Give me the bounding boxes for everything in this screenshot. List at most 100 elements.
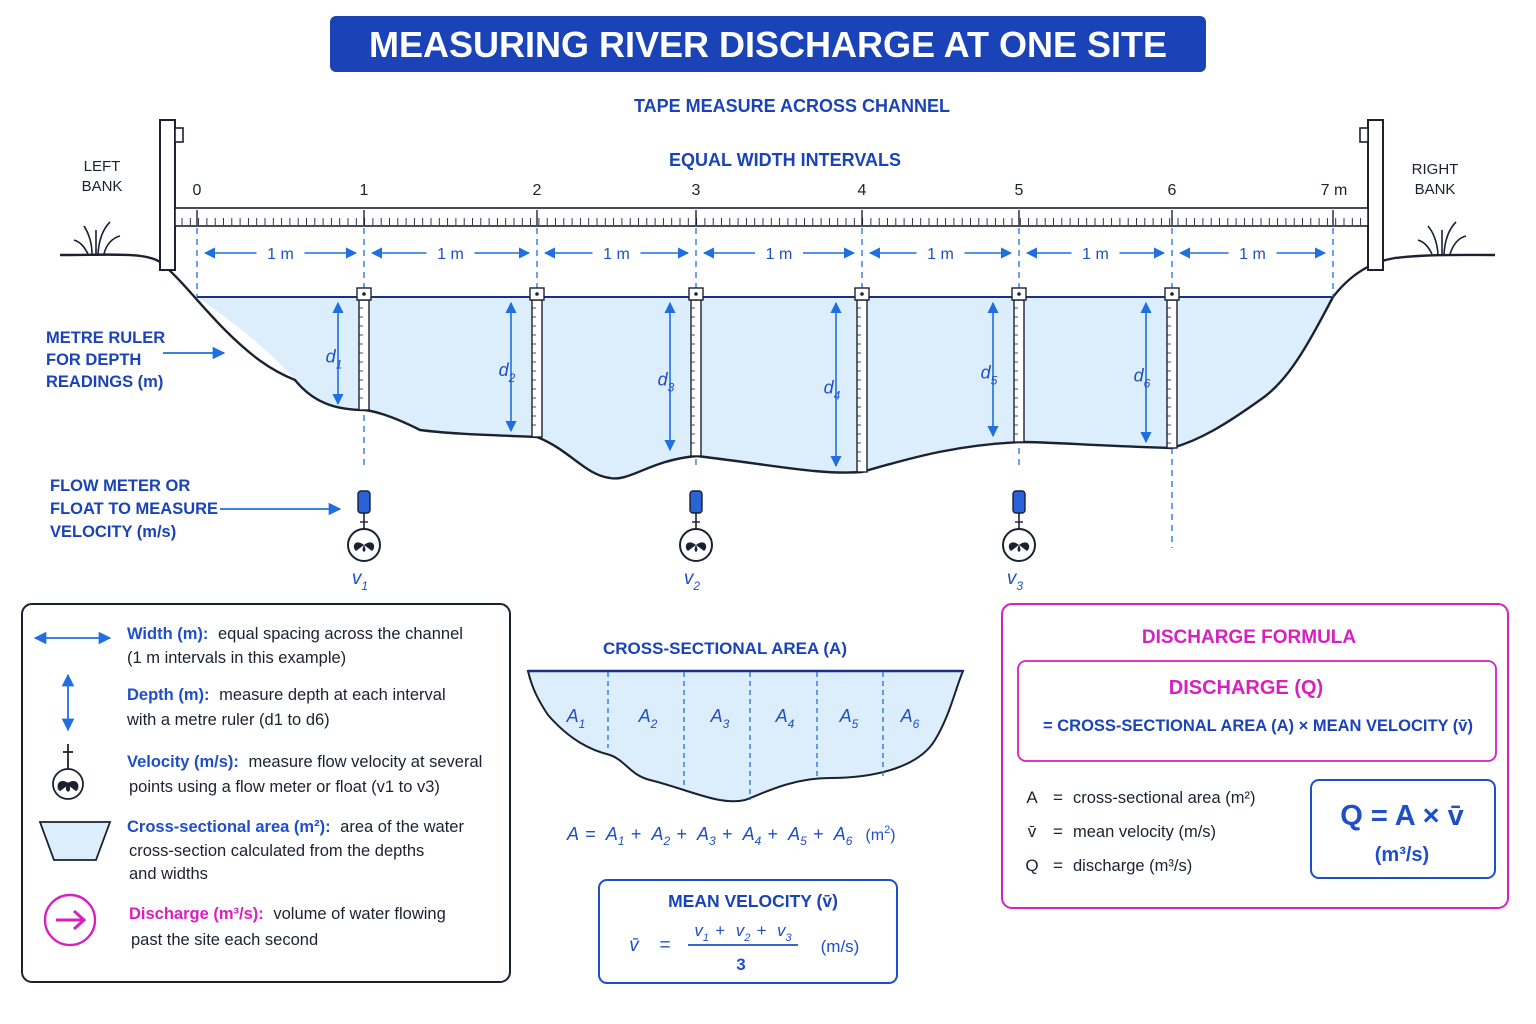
legend-depth: Depth (m): measure depth at each interva… [127,686,446,704]
legend-discharge-desc2: past the site each second [131,931,318,949]
formula-definitions: A=cross-sectional area (m²)v̄=mean veloc… [1025,788,1255,875]
depth-ruler [1011,287,1027,443]
width-interval-label: 1 m [1239,246,1266,263]
depth-ruler [1164,287,1180,449]
area-shape [526,670,965,803]
water-body [197,297,1333,479]
legend-width: Width (m): equal spacing across the chan… [127,625,463,643]
area-segment-label: A2 [638,706,658,731]
mean-velocity-lhs: v̄ [629,935,640,956]
legend-width-desc2: (1 m intervals in this example) [127,649,346,667]
discharge-arrow-icon [43,893,97,947]
main-formula: Q = A × v̄ [1340,800,1464,832]
legend-depth-desc1: measure depth at each interval [219,686,446,704]
legend-width-desc1: equal spacing across the channel [218,625,463,643]
right-post [1359,119,1384,271]
legend-area-term: Cross-sectional area (m²): [127,818,331,836]
flow-meter-icon [679,490,713,562]
definition-text: discharge (m³/s) [1073,857,1192,875]
mean-velocity-numerator: v1+ v2+ v3 [694,921,792,944]
tape-tick-label: 4 [858,182,867,199]
flow-meter-icon [52,744,84,800]
tape-tick-label: 0 [193,182,202,199]
legend-velocity-desc2: points using a flow meter or float (v1 t… [129,778,440,796]
depth-label: d4 [824,378,841,403]
legend-discharge-term: Discharge (m³/s): [129,905,264,923]
legend-area-desc1: area of the water [340,818,464,836]
area-segment-label: A5 [839,706,859,731]
velocity-label: v2 [684,568,701,593]
depth-ruler [529,287,545,438]
width-interval-label: 1 m [927,246,954,263]
cross-section-icon [38,821,112,861]
width-interval-label: 1 m [603,246,630,263]
meter-callout-line2: FLOAT TO MEASURE [50,500,218,518]
area-segment-label: A4 [775,706,795,731]
flow-meter-icon [1002,490,1036,562]
area-segment-label: A6 [900,706,920,731]
tape-tick-label: 5 [1015,182,1024,199]
discharge-label: DISCHARGE (Q) [1169,677,1323,699]
definition-equals: = [1053,788,1063,807]
width-interval-label: 1 m [766,246,793,263]
meter-callout: FLOW METER OR FLOAT TO MEASURE VELOCITY … [50,477,342,541]
tape-tick-label: 6 [1168,182,1177,199]
legend-velocity-term: Velocity (m/s): [127,753,239,771]
velocity-label: v1 [352,568,368,593]
legend-area-desc3: and widths [129,865,208,883]
grass-right-icon [1417,221,1467,255]
depth-ruler [356,287,372,411]
tape-tick-label: 2 [533,182,542,199]
depth-ruler [854,287,870,473]
area-title: CROSS-SECTIONAL AREA (A) [603,639,847,658]
left-bank-label-line2: BANK [82,178,123,195]
legend-area-desc2: cross-section calculated from the depths [129,842,424,860]
river-cross-section [59,221,1496,480]
legend-depth-desc2: with a metre ruler (d1 to d6) [126,711,330,729]
flow-meter-icon [347,490,381,562]
velocity-label: v3 [1007,568,1024,593]
left-bank-label-line1: LEFT [84,158,121,175]
width-interval-label: 1 m [1082,246,1109,263]
depth-ruler [688,287,704,457]
width-interval-label: 1 m [267,246,294,263]
tape-tick-label: 3 [692,182,701,199]
left-post [159,119,184,271]
definition-symbol: v̄ [1028,822,1037,841]
definition-text: mean velocity (m/s) [1073,823,1216,841]
depth-label: d1 [326,347,343,372]
ruler-callout-line1: METRE RULER [46,329,165,347]
grass-left-icon [73,221,121,255]
meter-callout-line1: FLOW METER OR [50,477,190,495]
depth-label: d6 [1134,366,1151,391]
area-segment-label: A3 [710,706,730,731]
mean-velocity-unit: (m/s) [821,937,860,956]
discharge-equation: = CROSS-SECTIONAL AREA (A) × MEAN VELOCI… [1043,717,1473,735]
main-formula-unit: (m³/s) [1375,844,1429,866]
ruler-callout-line3: READINGS (m) [46,373,163,391]
tape-label: TAPE MEASURE ACROSS CHANNEL [634,96,950,116]
area-panel: CROSS-SECTIONAL AREA (A) A1 A2 A3 A4 A5 A6 A=… [526,639,965,849]
tape-tick-label: 7 m [1321,182,1348,199]
legend-width-term: Width (m): [127,625,208,643]
mean-velocity-title: MEAN VELOCITY (v̄) [668,891,838,911]
area-dividers [607,672,884,800]
area-segment-label: A1 [566,706,586,731]
legend-velocity: Velocity (m/s): measure flow velocity at… [127,753,482,771]
tape-minor-ticks [181,218,1362,225]
legend-depth-term: Depth (m): [127,686,209,704]
definition-symbol: Q [1025,856,1038,875]
meter-callout-line3: VELOCITY (m/s) [50,523,176,541]
legend-velocity-desc1: measure flow velocity at several [248,753,482,771]
mean-velocity-box: MEAN VELOCITY (v̄) v̄ = v1+ v2+ v3 3 (m/… [598,879,898,984]
right-bank-label-line1: RIGHT [1412,161,1459,178]
depth-label: d2 [499,360,516,385]
width-interval-label: 1 m [437,246,464,263]
area-formula: A= A1+ A2+ A3+ A4+ A5+ A6 (m2) [566,824,896,849]
flow-meters: v1 v2 v3 [347,490,1036,593]
depth-label: d3 [658,370,675,395]
